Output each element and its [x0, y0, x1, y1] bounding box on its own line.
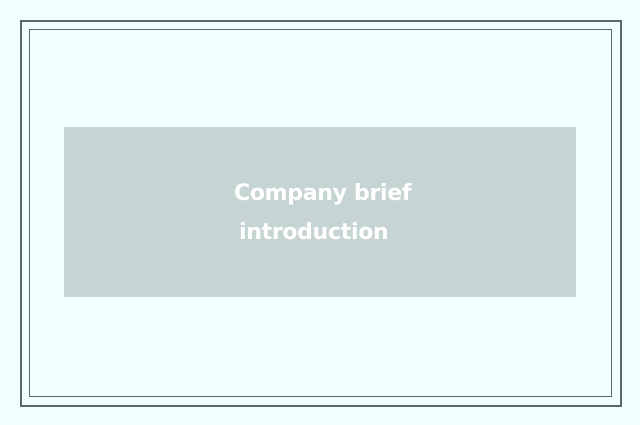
- title-line-1: Company brief: [234, 181, 412, 206]
- title-banner: [64, 127, 576, 297]
- outer-frame: [20, 20, 622, 407]
- slide-title: Company brief introduction: [234, 174, 434, 252]
- title-line-2: introduction: [239, 220, 389, 245]
- inner-frame: [29, 29, 612, 397]
